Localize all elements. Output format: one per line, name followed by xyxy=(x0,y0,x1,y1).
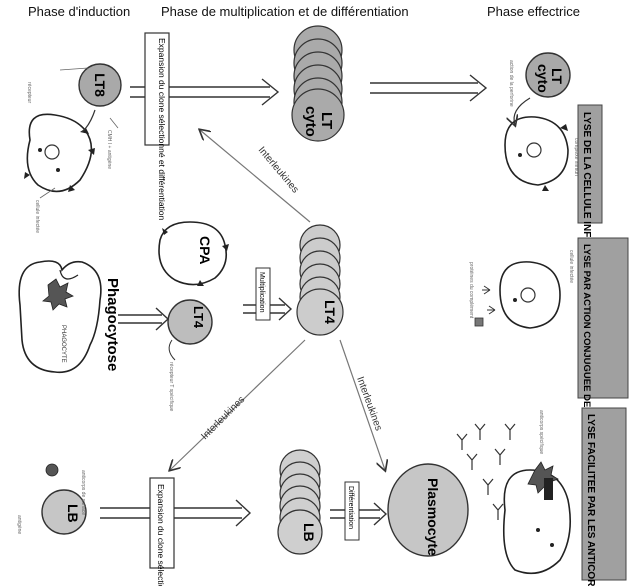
svg-text:protéines du complément: protéines du complément xyxy=(468,262,474,319)
phagocyte-effector xyxy=(504,462,570,573)
box-expansion-top-label: Expansion du clone sélectionné et différ… xyxy=(157,38,167,221)
lt8-label: LT8 xyxy=(92,73,108,97)
antigen-icon xyxy=(46,464,58,476)
svg-text:cellule infectée: cellule infectée xyxy=(568,250,574,283)
box-differentiation-label: Différentiation xyxy=(347,486,354,529)
lt-cyto-label-1: LT xyxy=(318,112,335,129)
phagocytose-label: Phagocytose xyxy=(104,278,121,371)
svg-text:récepteur T spécifique: récepteur T spécifique xyxy=(168,362,174,412)
svg-text:anticorps de surface: anticorps de surface xyxy=(80,470,86,515)
lb-stack-label: LB xyxy=(301,523,317,542)
lt-cyto-label-2: cyto xyxy=(302,106,319,137)
svg-text:récepteur: récepteur xyxy=(26,82,32,103)
svg-text:antigène: antigène xyxy=(16,515,22,534)
cpa-label: CPA xyxy=(197,236,213,265)
plasmocyte-label: Plasmocyte xyxy=(425,478,441,556)
arrow-phago-lt4 xyxy=(118,308,168,330)
svg-text:action de la perforine: action de la perforine xyxy=(508,60,514,107)
interleukines-top-label: Interleukines xyxy=(256,145,301,196)
svg-text:cellule infectée: cellule infectée xyxy=(34,200,40,233)
complement-cell xyxy=(475,262,560,328)
arrow-interleukines-top xyxy=(200,130,310,222)
lb-label: LB xyxy=(65,504,81,523)
svg-text:PHAGOCYTE: PHAGOCYTE xyxy=(60,325,66,363)
result-lyse-facilitee-label: LYSE FACILITEE PAR LES ANTICORPS xyxy=(585,414,596,586)
lt4-label: LT4 xyxy=(191,306,206,329)
lt4-stack-label: LT4 xyxy=(322,300,338,324)
infected-cell-top xyxy=(24,114,95,192)
box-expansion-bottom-label: Expansion du clone sélectionné xyxy=(156,484,166,586)
interleukines-mid-label: Interleukines xyxy=(199,394,247,442)
box-multiplication-label: Multiplication xyxy=(258,272,265,313)
svg-text:anticorps spécifique: anticorps spécifique xyxy=(538,410,544,454)
lt-cyto-effector-label-2: cyto xyxy=(535,64,551,93)
infected-cell-effector xyxy=(505,117,568,191)
arrow-lb xyxy=(100,500,250,526)
cpa-cell xyxy=(159,222,229,286)
arrow-interleukines-low xyxy=(340,340,385,470)
svg-text:CMH I + antigène: CMH I + antigène xyxy=(106,130,112,169)
arrow-top-2 xyxy=(370,75,486,101)
